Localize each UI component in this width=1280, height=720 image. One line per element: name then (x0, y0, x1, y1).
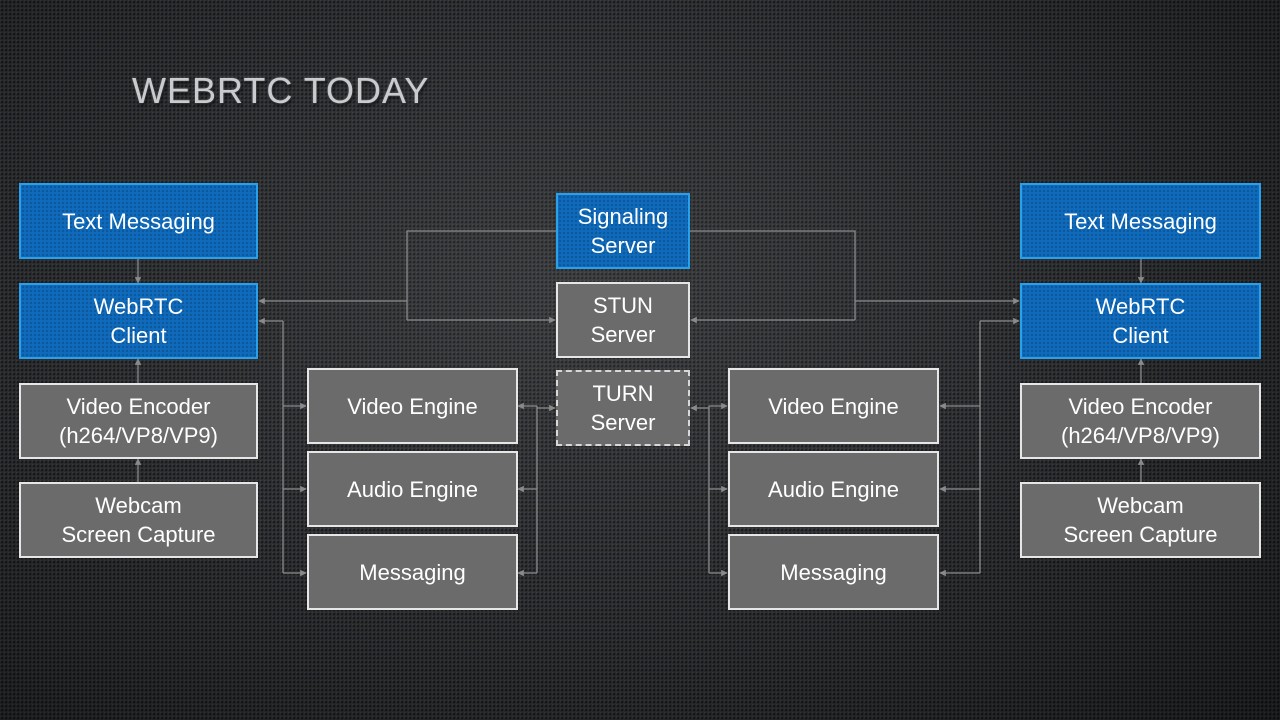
right-video-engine-box: Video Engine (728, 368, 939, 444)
left-text-messaging-box: Text Messaging (19, 183, 258, 259)
line-signaling-left (406, 230, 556, 320)
turn-server-box: TURN Server (556, 370, 690, 446)
line-signaling-right (689, 230, 856, 320)
right-webcam-box: Webcam Screen Capture (1020, 482, 1261, 558)
left-webcam-box: Webcam Screen Capture (19, 482, 258, 558)
right-video-encoder-box: Video Encoder (h264/VP8/VP9) (1020, 383, 1261, 459)
right-webrtc-client-box: WebRTC Client (1020, 283, 1261, 359)
signaling-server-box: Signaling Server (556, 193, 690, 269)
left-messaging-box: Messaging (307, 534, 518, 610)
left-video-encoder-box: Video Encoder (h264/VP8/VP9) (19, 383, 258, 459)
left-audio-engine-box: Audio Engine (307, 451, 518, 527)
right-text-messaging-box: Text Messaging (1020, 183, 1261, 259)
right-messaging-box: Messaging (728, 534, 939, 610)
left-video-engine-box: Video Engine (307, 368, 518, 444)
stun-server-box: STUN Server (556, 282, 690, 358)
right-audio-engine-box: Audio Engine (728, 451, 939, 527)
slide-title: WebRTC Today (132, 70, 430, 111)
left-webrtc-client-box: WebRTC Client (19, 283, 258, 359)
